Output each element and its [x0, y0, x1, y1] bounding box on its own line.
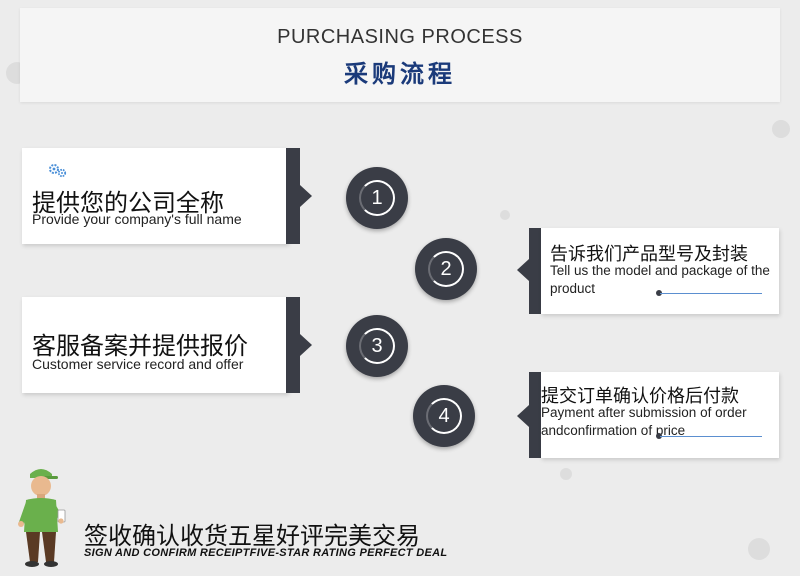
- step-2-bar: [529, 228, 541, 314]
- step-4-underline-dot: [656, 433, 662, 439]
- delivery-person-icon: [18, 469, 66, 567]
- step-2-card: [541, 228, 779, 314]
- step-1-arrow: [300, 185, 312, 207]
- step-4-title-en: Payment after submission of order andcon…: [541, 405, 747, 438]
- step-1-number: 1: [371, 187, 383, 209]
- step-3-title-en: Customer service record and offer: [32, 356, 244, 372]
- background-dot: [560, 468, 572, 480]
- step-ring-icon: [426, 398, 462, 434]
- step-ring-icon: [359, 328, 395, 364]
- step-2-arrow: [517, 259, 529, 281]
- step-ring-icon: [359, 180, 395, 216]
- step-4-number: 4: [438, 405, 450, 427]
- step-1-bar: [286, 148, 300, 244]
- step-4-card: [541, 372, 779, 458]
- step-2-underline: [660, 293, 762, 294]
- step-4-bar: [529, 372, 541, 458]
- step-3-bar: [286, 297, 300, 393]
- step-1-card: [22, 148, 288, 244]
- step-3-arrow: [300, 334, 312, 356]
- step-1-title-cn: 提供您的公司全称: [32, 189, 224, 217]
- step-2-badge: 2: [415, 238, 477, 300]
- step-3-badge: 3: [346, 315, 408, 377]
- step-1-title-en: Provide your company's full name: [32, 211, 242, 227]
- step-3-card: [22, 297, 288, 393]
- page-title-cn: 采购流程: [344, 60, 456, 88]
- step-2-number: 2: [440, 258, 452, 280]
- background-dot: [500, 210, 510, 220]
- background-dot: [772, 120, 790, 138]
- step-4-arrow: [517, 405, 529, 427]
- step-4-badge: 4: [413, 385, 475, 447]
- step-2-underline-dot: [656, 290, 662, 296]
- footer-title-cn: 签收确认收货五星好评完美交易: [84, 522, 420, 550]
- gear-icon: [49, 164, 67, 178]
- header-panel: PURCHASING PROCESS 采购流程: [20, 8, 780, 102]
- step-2-title-cn: 告诉我们产品型号及封装: [550, 244, 748, 265]
- step-4-underline: [660, 436, 762, 437]
- step-3-title-cn: 客服备案并提供报价: [32, 332, 248, 360]
- step-4-title-cn: 提交订单确认价格后付款: [541, 386, 739, 407]
- step-3-number: 3: [371, 335, 383, 357]
- step-2-title-en: Tell us the model and package of the pro…: [550, 263, 770, 296]
- step-ring-icon: [428, 251, 464, 287]
- footer-title-en: SIGN AND CONFIRM RECEIPTFIVE-STAR RATING…: [84, 547, 448, 559]
- page-title-en: PURCHASING PROCESS: [277, 26, 523, 48]
- step-1-badge: 1: [346, 167, 408, 229]
- background-dot: [748, 538, 770, 560]
